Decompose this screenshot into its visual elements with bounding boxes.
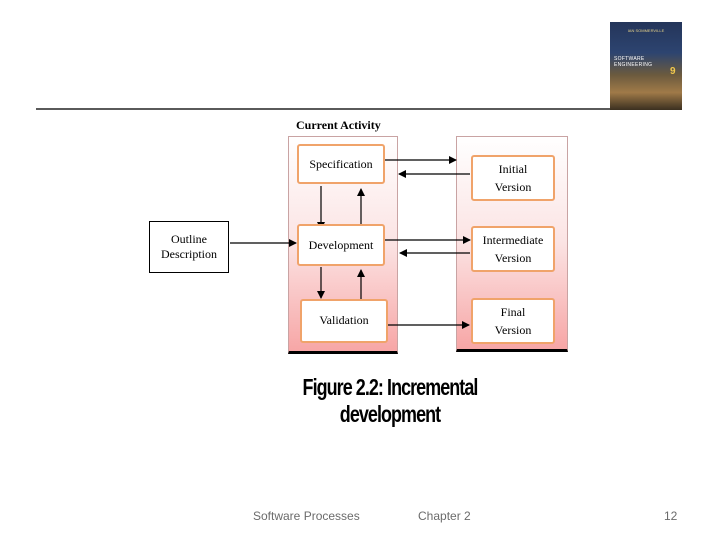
header-rule [36,108,616,110]
figure-caption: Figure 2.2: Incremental development [302,374,479,427]
final-version-box: Final Version [471,298,555,344]
footer-chapter: Chapter 2 [418,509,471,523]
slide-number: 12 [664,509,678,523]
book-cover-title: SOFTWARE ENGINEERING [614,56,653,68]
initial-version-box: Initial Version [471,155,555,201]
outline-description-box: Outline Description [149,221,229,273]
intermediate-version-box: Intermediate Version [471,226,555,272]
book-cover-edition: 9 [670,66,676,77]
book-cover-image: IAN SOMMERVILLE SOFTWARE ENGINEERING 9 [610,22,682,110]
development-box: Development [297,224,385,266]
specification-box: Specification [297,144,385,184]
book-cover-author: IAN SOMMERVILLE [627,28,665,33]
validation-box: Validation [300,299,388,343]
footer-title: Software Processes [253,509,360,523]
current-activity-label: Current Activity [296,118,381,132]
